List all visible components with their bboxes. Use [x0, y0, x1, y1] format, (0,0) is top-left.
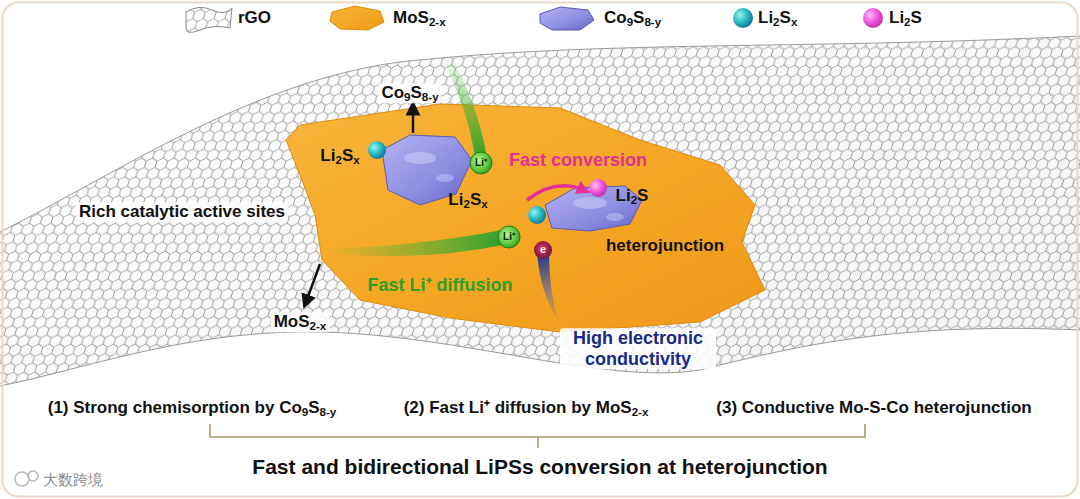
point-text: (1) Strong chemisorption by Co9S8-y	[48, 398, 337, 418]
leader-arrow	[412, 108, 415, 133]
caption: Fast and bidirectional LiPSs conversion …	[252, 455, 827, 479]
interface-label: heterojunction	[606, 236, 724, 256]
li2s-sphere	[589, 179, 607, 197]
subscript: 2	[631, 194, 637, 206]
ion-label: Li⁺	[475, 157, 487, 169]
subscript: x	[481, 198, 487, 210]
legend-sample	[540, 7, 594, 30]
subscript: 2	[335, 154, 341, 166]
subscript: 8-y	[644, 16, 661, 28]
point-text: (2) Fast Li⁺ diffusion by MoS2-x	[404, 398, 649, 418]
subscript: 9	[404, 91, 410, 103]
subscript: 2	[773, 16, 779, 28]
legend-sample	[863, 8, 883, 28]
frame	[3, 3, 1078, 497]
subscript: 2-x	[310, 320, 327, 332]
mos2-sheet	[286, 104, 765, 332]
legend-label: Co9S8-y	[604, 8, 661, 28]
particle-label: Co9S8-y	[378, 83, 441, 103]
electron-sphere	[534, 241, 552, 259]
ion-label: Li⁺	[503, 231, 515, 243]
subscript: 9	[627, 16, 633, 28]
species-label: Li2Sx	[448, 190, 487, 210]
subscript: x	[353, 154, 359, 166]
legend-sample	[330, 6, 384, 30]
conversion-arrow	[527, 186, 584, 200]
point-text: (3) Conductive Mo-S-Co heterojunction	[716, 398, 1031, 418]
legend-label: rGO	[238, 8, 271, 28]
li2sx-sphere	[528, 206, 546, 224]
species-label: Li2S	[616, 186, 649, 206]
feature-label: Rich catalytic active sites	[76, 202, 288, 222]
legend-label: Li2S	[889, 8, 922, 28]
subscript: 2	[904, 16, 910, 28]
subscript: x	[791, 16, 797, 28]
legend-sample	[186, 7, 232, 32]
subscript: 9	[302, 406, 308, 418]
property-label: High electronic conductivity	[560, 328, 716, 369]
electron-label: e	[540, 243, 546, 256]
rgo-edge	[0, 328, 1080, 386]
subscript: 2-x	[429, 16, 446, 28]
species-label: Li2Sx	[320, 146, 359, 166]
watermark: 大数跨境	[43, 471, 103, 488]
subscript: 8-y	[320, 406, 337, 418]
subscript: 2	[463, 198, 469, 210]
legend-label: MoS2-x	[393, 8, 446, 28]
legend-sample	[733, 8, 753, 28]
summary-bracket	[210, 424, 865, 448]
leader-arrow	[306, 264, 320, 302]
li-ion-tail	[325, 230, 503, 256]
process-label: Fast conversion	[509, 150, 647, 171]
process-label: Fast Li⁺ diffusion	[368, 275, 513, 296]
legend-label: Li2Sx	[758, 8, 797, 28]
sheet-label: MoS2-x	[271, 312, 330, 332]
li-ion-sphere	[498, 226, 520, 248]
electron-tail	[537, 252, 558, 320]
watermark-logo	[15, 471, 38, 486]
subscript: 8-y	[422, 91, 439, 103]
li2sx-sphere	[368, 141, 386, 159]
subscript: 2-x	[632, 406, 649, 418]
li-ion-sphere	[470, 152, 492, 174]
